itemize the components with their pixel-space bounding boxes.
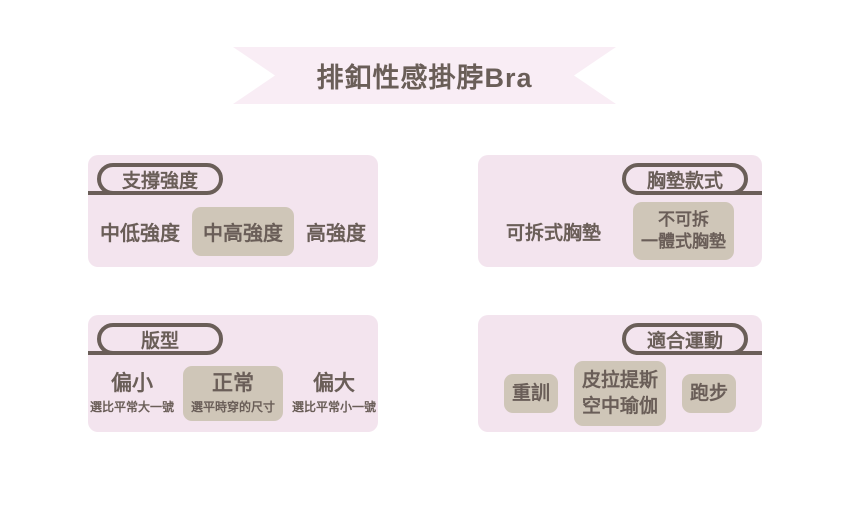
pad-style-options: 可拆式胸墊 不可拆 一體式胸墊 bbox=[478, 195, 762, 267]
panel-support-strength: 支撐強度 中低強度 中高強度 高強度 bbox=[88, 155, 378, 267]
option-weight-training: 重訓 bbox=[503, 373, 558, 414]
support-strength-options: 中低強度 中高強度 高強度 bbox=[88, 195, 378, 267]
panel-pad-style: 胸墊款式 可拆式胸墊 不可拆 一體式胸墊 bbox=[478, 155, 762, 267]
panel-suitable-sports: 適合運動 重訓 皮拉提斯 空中瑜伽 跑步 bbox=[478, 315, 762, 432]
option-line2: 空中瑜伽 bbox=[581, 395, 658, 417]
option-line1: 不可拆 bbox=[658, 209, 709, 229]
option-subtitle: 選平時穿的尺寸 bbox=[190, 399, 275, 414]
panel-label-pad-style: 胸墊款式 bbox=[622, 163, 748, 195]
label-connector-line bbox=[88, 191, 114, 195]
panel-label-fit: 版型 bbox=[97, 323, 223, 355]
option-medium-high-strength-selected: 中高強度 bbox=[192, 206, 294, 256]
option-title: 偏大 bbox=[313, 372, 355, 396]
panel-label-text: 版型 bbox=[140, 330, 179, 352]
option-runs-small: 偏小 選比平常大一號 bbox=[90, 372, 174, 414]
title-banner: 排釦性感掛脖Bra bbox=[233, 47, 616, 104]
panel-label-text: 支撐強度 bbox=[121, 170, 198, 192]
option-high-strength: 高強度 bbox=[306, 222, 366, 245]
panel-label-support-strength: 支撐強度 bbox=[97, 163, 223, 195]
option-subtitle: 選比平常小一號 bbox=[292, 399, 377, 414]
option-subtitle: 選比平常大一號 bbox=[89, 399, 174, 414]
option-title: 正常 bbox=[211, 372, 254, 396]
option-true-to-size-selected: 正常 選平時穿的尺寸 bbox=[182, 366, 283, 421]
panel-label-text: 胸墊款式 bbox=[646, 170, 723, 192]
panel-fit: 版型 偏小 選比平常大一號 正常 選平時穿的尺寸 偏大 選比平常小一號 bbox=[88, 315, 378, 432]
option-runs-large: 偏大 選比平常小一號 bbox=[292, 372, 376, 414]
fit-options: 偏小 選比平常大一號 正常 選平時穿的尺寸 偏大 選比平常小一號 bbox=[88, 355, 378, 432]
option-fixed-one-piece-pad-selected: 不可拆 一體式胸墊 bbox=[633, 201, 734, 261]
label-connector-line bbox=[730, 191, 762, 195]
option-removable-pad: 可拆式胸墊 bbox=[505, 222, 601, 244]
label-connector-line bbox=[730, 351, 762, 355]
option-title: 偏小 bbox=[110, 372, 153, 396]
option-running: 跑步 bbox=[682, 373, 737, 414]
suitable-sports-options: 重訓 皮拉提斯 空中瑜伽 跑步 bbox=[478, 355, 762, 432]
option-medium-low-strength: 中低強度 bbox=[100, 222, 180, 245]
option-pilates-aerial-yoga: 皮拉提斯 空中瑜伽 bbox=[573, 360, 666, 427]
option-line1: 皮拉提斯 bbox=[581, 369, 658, 391]
page-title: 排釦性感掛脖Bra bbox=[316, 63, 533, 93]
panel-label-text: 適合運動 bbox=[646, 330, 723, 352]
panel-label-suitable-sports: 適合運動 bbox=[622, 323, 748, 355]
option-line2: 一體式胸墊 bbox=[641, 232, 726, 251]
label-connector-line bbox=[88, 351, 114, 355]
